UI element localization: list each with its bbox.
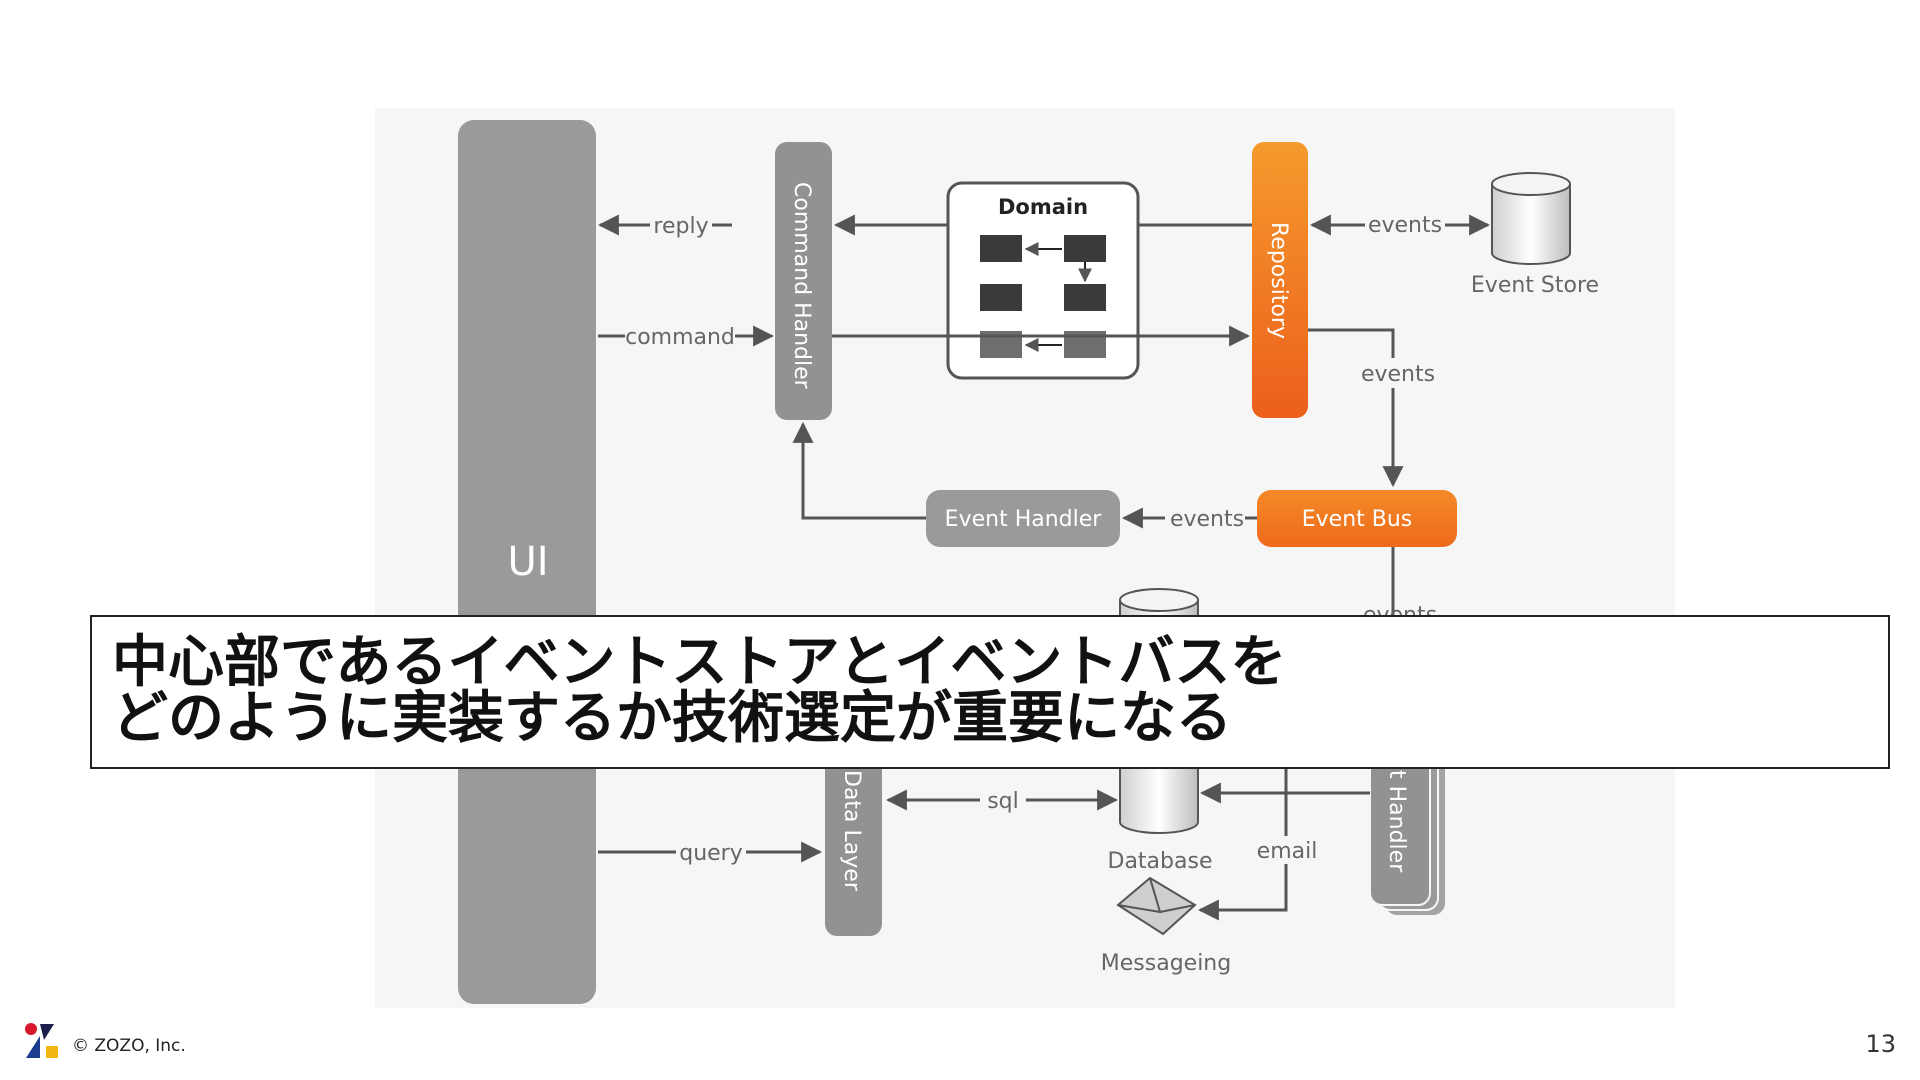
command-handler-label: Command Handler — [789, 182, 814, 390]
domain-block — [1064, 284, 1106, 311]
event-handler-label: Event Handler — [945, 507, 1103, 532]
event-bus-box — [1257, 490, 1457, 547]
domain-box — [946, 181, 1140, 380]
caption-line-1: 中心部であるイベントストアとイベントバスを — [112, 630, 1287, 695]
ui-label: UI — [507, 539, 548, 585]
envelope-icon — [1116, 876, 1197, 936]
repository-box — [1252, 142, 1308, 418]
page-number: 13 — [1865, 1030, 1896, 1058]
zozo-logo — [25, 1023, 58, 1058]
domain-block — [1064, 235, 1106, 262]
domain-label: Domain — [998, 195, 1088, 219]
sql-label: sql — [987, 789, 1019, 814]
copyright: © ZOZO, Inc. — [72, 1036, 186, 1056]
command-handler-box — [775, 142, 832, 420]
event-handler-box — [926, 490, 1120, 547]
data-layer-label: Data Layer — [839, 770, 864, 892]
email-arrow — [1197, 760, 1288, 921]
events-bus-label: events — [1361, 362, 1435, 387]
events-store-label: events — [1368, 213, 1442, 238]
events-handler-label: events — [1170, 507, 1244, 532]
caption-box: 中心部であるイベントストアとイベントバスを どのように実装するか技術選定が重要に… — [90, 615, 1890, 769]
handler-command-arrow — [792, 421, 926, 520]
reply-label: reply — [653, 214, 708, 239]
domain-block — [980, 235, 1022, 262]
event-store-cylinder — [1491, 172, 1571, 265]
ui-bar — [458, 120, 596, 1004]
domain-block — [980, 284, 1022, 311]
repo-bus-arrow — [1308, 328, 1404, 488]
command-label: command — [625, 325, 735, 350]
query-label: query — [679, 841, 743, 866]
database-label: Database — [1108, 849, 1213, 874]
repository-label: Repository — [1266, 222, 1291, 339]
caption-line-2: どのように実装するか技術選定が重要になる — [112, 686, 1232, 751]
event-bus-label: Event Bus — [1302, 507, 1413, 532]
event-store-label: Event Store — [1471, 273, 1599, 298]
messaging-label: Messageing — [1101, 951, 1231, 976]
event-handler-partial-label: t Handler — [1384, 770, 1409, 873]
email-label: email — [1257, 839, 1318, 864]
